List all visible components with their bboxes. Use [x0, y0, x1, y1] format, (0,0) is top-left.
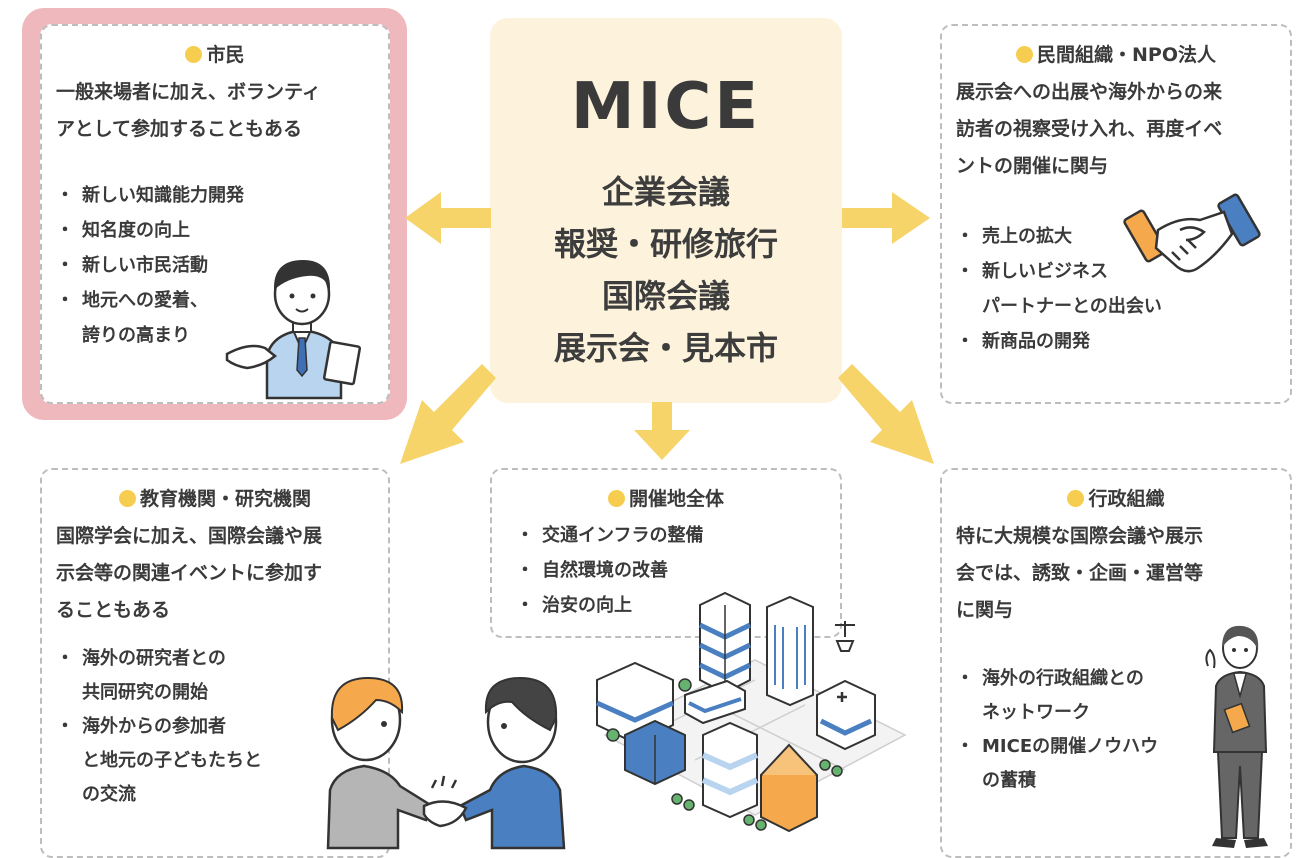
bullet-dot-icon	[118, 490, 136, 507]
list-item: 地元への愛着、 誇りの高まり	[56, 283, 244, 353]
mice-title: MICE	[570, 70, 762, 144]
venue-box: 開催地全体 交通インフラの整備 自然環境の改善 治安の向上	[490, 468, 842, 638]
bullet-dot-icon	[607, 490, 625, 507]
list-item: 国際会議	[601, 277, 730, 315]
arrow-left-icon	[405, 192, 491, 244]
list-item: 知名度の向上	[56, 213, 244, 248]
education-description: 国際学会に加え、国際会議や展 示会等の関連イベントに参加す ることもある	[56, 525, 323, 621]
arrow-right-icon	[842, 192, 930, 244]
list-item: 新商品の開発	[956, 324, 1162, 359]
venue-title: 開催地全体	[628, 488, 724, 510]
list-item: MICEの開催ノウハウ の蓄積	[956, 730, 1158, 798]
private-sector-description: 展示会への出展や海外からの来 訪者の視察受け入れ、再度イベ ントの開催に関与	[956, 81, 1223, 177]
government-bullets: 海外の行政組織との ネットワーク MICEの開催ノウハウ の蓄積	[956, 662, 1158, 798]
list-item: 新しい知識能力開発	[56, 178, 244, 213]
bullet-dot-icon	[1016, 46, 1033, 63]
mice-center-box: MICE 企業会議 報奨・研修旅行 国際会議 展示会・見本市	[490, 18, 842, 403]
citizens-bullets: 新しい知識能力開発 知名度の向上 新しい市民活動 地元への愛着、 誇りの高まり	[56, 178, 244, 353]
citizens-title: 市民	[206, 44, 245, 66]
list-item: 海外の行政組織との ネットワーク	[956, 662, 1158, 730]
businesswoman-icon	[1205, 625, 1268, 848]
list-item: 自然環境の改善	[516, 553, 703, 588]
government-description: 特に大規模な国際会議や展示 会では、誘致・企画・運営等 に関与	[956, 525, 1204, 621]
private-sector-title: 民間組織・NPO法人	[1037, 44, 1216, 66]
private-sector-bullets: 売上の拡大 新しいビジネス パートナーとの出会い 新商品の開発	[956, 219, 1162, 359]
government-box: 行政組織 特に大規模な国際会議や展示 会では、誘致・企画・運営等 に関与 海外の…	[940, 468, 1292, 858]
citizens-description: 一般来場者に加え、ボランティ アとして参加することもある	[56, 81, 321, 140]
list-item: 新しいビジネス パートナーとの出会い	[956, 254, 1162, 324]
list-item: 企業会議	[601, 173, 730, 211]
bullet-dot-icon	[185, 46, 203, 63]
private-sector-box: 民間組織・NPO法人 展示会への出展や海外からの来 訪者の視察受け入れ、再度イベ…	[940, 24, 1292, 404]
handshake-icon	[1123, 193, 1261, 273]
list-item: 海外の研究者との 共同研究の開始	[56, 642, 262, 710]
list-item: 海外からの参加者 と地元の子どもたちと の交流	[56, 710, 262, 812]
list-item: 展示会・見本市	[553, 329, 778, 367]
list-item: 売上の拡大	[956, 219, 1162, 254]
venue-bullets: 交通インフラの整備 自然環境の改善 治安の向上	[516, 518, 703, 623]
mice-event-list: 企業会議 報奨・研修旅行 国際会議 展示会・見本市	[490, 166, 842, 374]
government-title: 行政組織	[1088, 488, 1165, 510]
bullet-dot-icon	[1067, 490, 1085, 507]
list-item: 交通インフラの整備	[516, 518, 703, 553]
list-item: 治安の向上	[516, 588, 703, 623]
list-item: 新しい市民活動	[56, 248, 244, 283]
businessman-icon	[225, 260, 362, 400]
city-icon	[595, 591, 907, 833]
arrow-down-icon	[634, 402, 690, 460]
education-bullets: 海外の研究者との 共同研究の開始 海外からの参加者 と地元の子どもたちと の交流	[56, 642, 262, 812]
arrow-down-right-icon	[838, 364, 934, 464]
people-shaking-hands-icon	[326, 676, 566, 850]
arrow-down-left-icon	[400, 364, 496, 464]
education-title: 教育機関・研究機関	[139, 488, 311, 510]
list-item: 報奨・研修旅行	[553, 225, 778, 263]
citizens-box: 市民 一般来場者に加え、ボランティ アとして参加することもある 新しい知識能力開…	[40, 24, 390, 404]
